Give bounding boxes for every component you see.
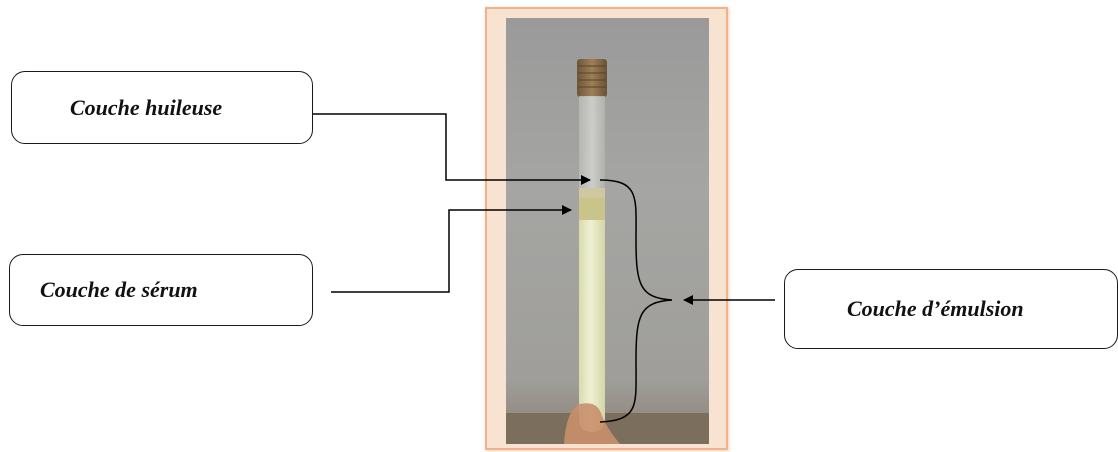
test-tube-photo-frame bbox=[485, 7, 728, 450]
tube-glass-empty bbox=[579, 96, 605, 192]
tube-oil-layer bbox=[579, 188, 605, 198]
serum-layer-label: Couche de sérum bbox=[40, 277, 198, 303]
tube-serum-layer bbox=[579, 198, 605, 220]
tube-emulsion-layer bbox=[579, 220, 605, 432]
test-tube-photo bbox=[506, 18, 709, 444]
oil-layer-label: Couche huileuse bbox=[70, 95, 222, 121]
serum-layer-label-box: Couche de sérum bbox=[9, 254, 313, 326]
tube-cap bbox=[577, 59, 607, 97]
test-tube-illustration bbox=[506, 18, 709, 444]
emulsion-layer-label-box: Couche d’émulsion bbox=[784, 269, 1118, 349]
emulsion-layer-label: Couche d’émulsion bbox=[847, 296, 1024, 322]
oil-layer-label-box: Couche huileuse bbox=[11, 71, 313, 144]
